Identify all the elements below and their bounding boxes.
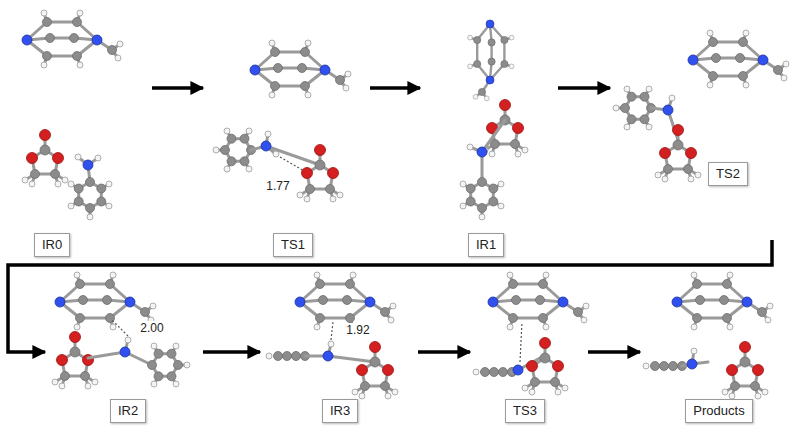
- stage-node: TS2: [610, 30, 792, 240]
- reaction-arrow: [558, 86, 610, 90]
- stage-node: Products: [640, 270, 792, 428]
- stage-node: IR0: [5, 0, 152, 262]
- distance-label: 1.77: [264, 179, 291, 193]
- stage-node: TS3: [470, 270, 588, 428]
- stage-label: TS1: [273, 233, 313, 257]
- reaction-arrow: [588, 350, 640, 354]
- stage-label: TS2: [708, 162, 748, 186]
- stage-label: Products: [685, 399, 752, 423]
- reaction-arrow: [418, 350, 470, 354]
- stage-label: IR2: [110, 399, 146, 423]
- distance-label: 1.92: [344, 323, 371, 337]
- stage-label: IR3: [322, 399, 358, 423]
- stage-node: IR1: [420, 0, 558, 262]
- stage-node: IR2: [45, 270, 203, 428]
- stage-label: IR0: [34, 233, 70, 257]
- stage-label: IR1: [468, 233, 504, 257]
- stage-node: TS1: [203, 0, 370, 262]
- reaction-arrow: [203, 350, 260, 354]
- distance-label: 2.00: [138, 321, 165, 335]
- stage-label: TS3: [505, 399, 545, 423]
- stage-node: IR3: [260, 270, 418, 428]
- reaction-arrow: [370, 86, 420, 90]
- reaction-arrow: [8, 240, 772, 352]
- reaction-arrow: [152, 86, 203, 90]
